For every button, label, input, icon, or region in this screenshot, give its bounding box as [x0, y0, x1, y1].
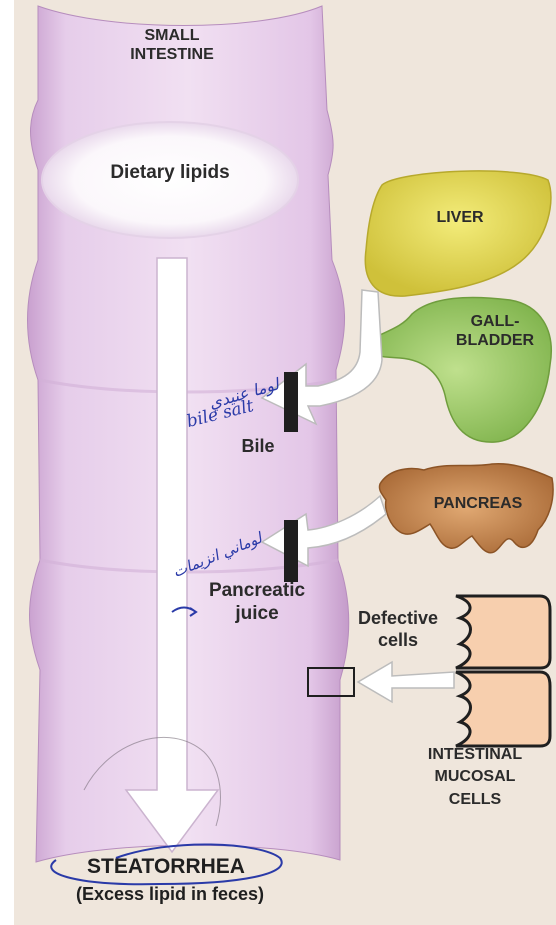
defective-cells-label-line-2: cells [338, 630, 458, 652]
bile-label: Bile [228, 436, 288, 458]
steatorrhea-title: STEATORRHEA [46, 854, 286, 879]
intestinal-mucosal-cells-line-3: CELLS [410, 789, 540, 811]
intestinal-mucosal-cells-line-2: MUCOSAL [410, 766, 540, 788]
small-intestine-label: SMALL INTESTINE [120, 26, 224, 64]
pancreatic-blocker [284, 520, 298, 582]
gallbladder-label: GALL- BLADDER [440, 312, 550, 350]
bile-blocker [284, 372, 298, 432]
steatorrhea-subtitle: (Excess lipid in feces) [30, 884, 310, 906]
pancreas-label: PANCREAS [408, 494, 548, 513]
defective-cells-label-line-1: Defective [338, 608, 458, 630]
mucosal-cell-lower [456, 672, 550, 746]
mucosal-cell-upper [456, 596, 550, 668]
dietary-lipids-label: Dietary lipids [80, 162, 260, 185]
small-intestine-label-line-2: INTESTINE [120, 45, 224, 64]
gallbladder-label-line-1: GALL- [440, 312, 550, 331]
gallbladder-label-line-2: BLADDER [440, 331, 550, 350]
liver-label: LIVER [420, 208, 500, 227]
intestinal-mucosal-cells-line-1: INTESTINAL [410, 744, 540, 766]
pancreatic-juice-label-line-2: juice [192, 603, 322, 626]
intestinal-mucosal-cells-label: INTESTINAL MUCOSAL CELLS [410, 744, 540, 811]
pancreatic-juice-label: Pancreatic juice [192, 580, 322, 626]
defective-cells-label: Defective cells [338, 608, 458, 651]
pancreatic-juice-label-line-1: Pancreatic [192, 580, 322, 603]
small-intestine-label-line-1: SMALL [120, 26, 224, 45]
